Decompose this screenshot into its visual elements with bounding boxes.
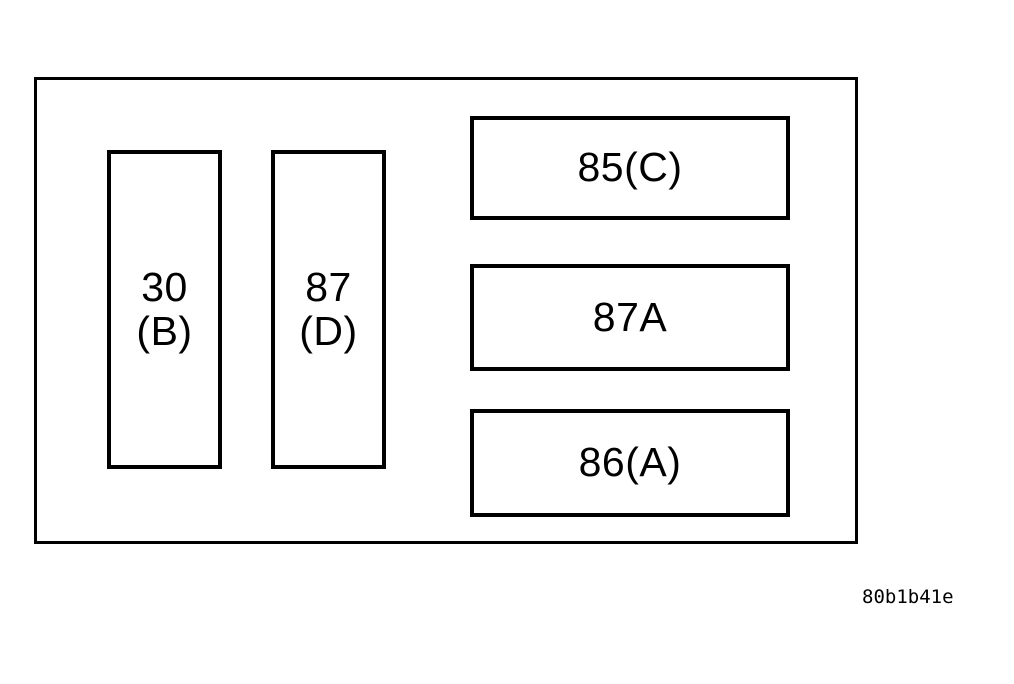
terminal-label-87a: 87A	[592, 293, 668, 340]
relay-connector-housing: 30 (B) 87 (D) 85(C) 87A 86(A)	[34, 77, 858, 544]
terminal-block-85c: 85(C)	[470, 116, 790, 220]
terminal-label-87d: 87 (D)	[299, 264, 358, 354]
terminal-label-30b: 30 (B)	[136, 264, 193, 354]
terminal-label-85c: 85(C)	[577, 144, 683, 191]
terminal-block-87d: 87 (D)	[271, 150, 386, 469]
terminal-label-86a: 86(A)	[578, 439, 682, 486]
terminal-block-86a: 86(A)	[470, 409, 790, 517]
terminal-block-30b: 30 (B)	[107, 150, 222, 469]
terminal-block-87a: 87A	[470, 264, 790, 371]
figure-id-watermark: 80b1b41e	[862, 586, 954, 608]
